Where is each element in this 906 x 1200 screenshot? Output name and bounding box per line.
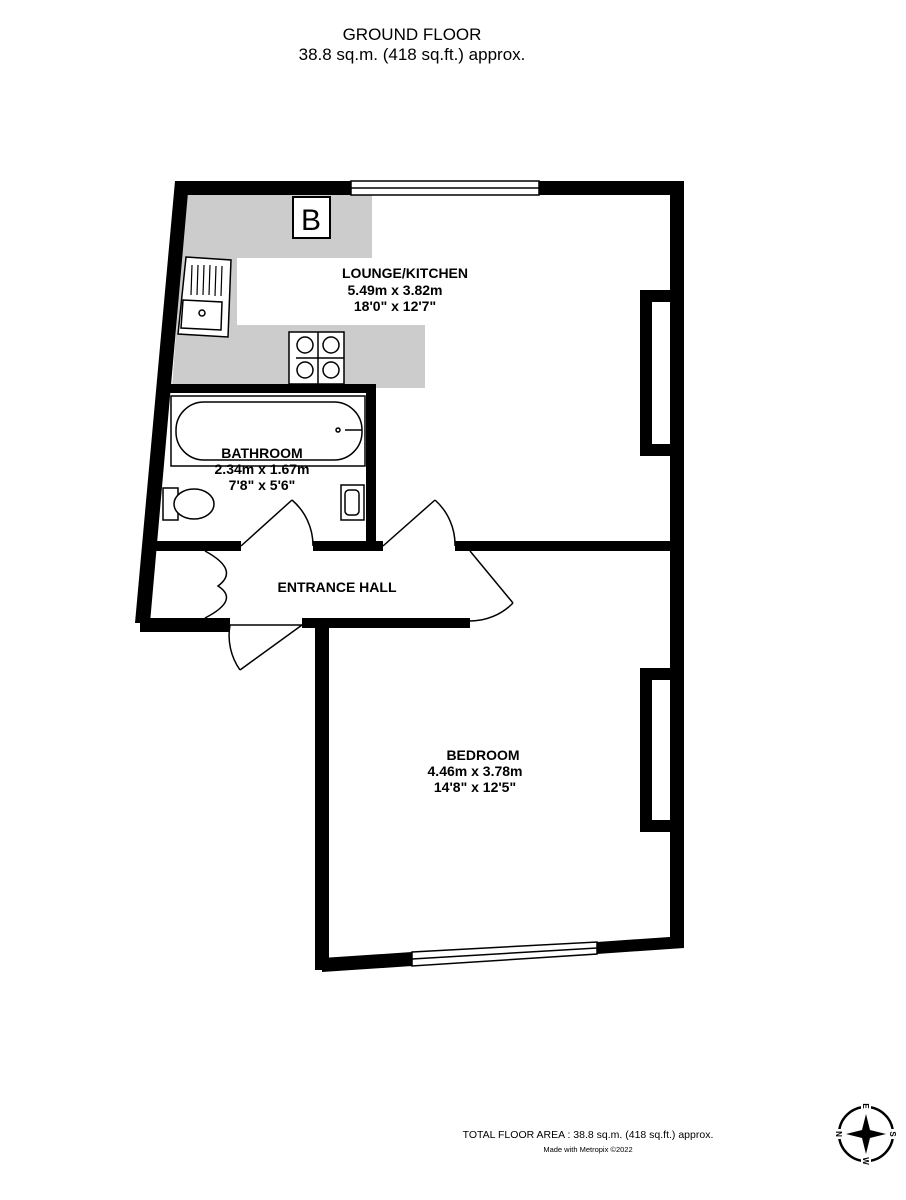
sink-icon (177, 256, 232, 338)
doors (204, 499, 514, 671)
svg-text:E: E (861, 1103, 870, 1109)
total-floor-area: TOTAL FLOOR AREA : 38.8 sq.m. (418 sq.ft… (463, 1129, 714, 1141)
room-bathroom: BATHROOM 2.34m x 1.67m 7'8" x 5'6" (215, 445, 310, 493)
bathtub-icon (170, 395, 366, 467)
basin-icon (340, 484, 365, 521)
floor-title: GROUND FLOOR (343, 25, 482, 44)
kitchen-worktop (172, 195, 425, 388)
window-bedroom (411, 941, 598, 967)
svg-text:BEDROOM: BEDROOM (446, 747, 519, 763)
svg-text:2.34m x 1.67m: 2.34m x 1.67m (215, 461, 310, 477)
svg-text:N: N (834, 1131, 843, 1137)
svg-text:4.46m x 3.78m: 4.46m x 3.78m (428, 763, 523, 779)
svg-text:LOUNGE/KITCHEN: LOUNGE/KITCHEN (342, 265, 468, 281)
compass-icon: E N S W (834, 1102, 898, 1166)
svg-text:ENTRANCE HALL: ENTRANCE HALL (278, 579, 397, 595)
boiler-box (292, 196, 331, 239)
credit: Made with Metropix ©2022 (543, 1145, 632, 1154)
boiler-label: B (301, 204, 321, 237)
svg-text:BATHROOM: BATHROOM (221, 445, 302, 461)
room-entrance-hall: ENTRANCE HALL (278, 579, 397, 595)
svg-text:14'8" x 12'5": 14'8" x 12'5" (434, 779, 516, 795)
hob-icon (288, 331, 345, 385)
svg-text:5.49m x 3.82m: 5.49m x 3.82m (348, 282, 443, 298)
svg-text:S: S (888, 1131, 897, 1137)
svg-text:18'0" x 12'7": 18'0" x 12'7" (354, 298, 436, 314)
svg-text:W: W (861, 1157, 870, 1165)
room-bedroom: BEDROOM 4.46m x 3.78m 14'8" x 12'5" (428, 747, 523, 795)
toilet-icon (162, 487, 215, 521)
room-lounge-kitchen: LOUNGE/KITCHEN 5.49m x 3.82m 18'0" x 12'… (342, 265, 468, 314)
walls (135, 181, 684, 972)
floor-area: 38.8 sq.m. (418 sq.ft.) approx. (299, 45, 526, 64)
svg-text:7'8" x 5'6": 7'8" x 5'6" (229, 477, 296, 493)
window-top (350, 180, 540, 196)
